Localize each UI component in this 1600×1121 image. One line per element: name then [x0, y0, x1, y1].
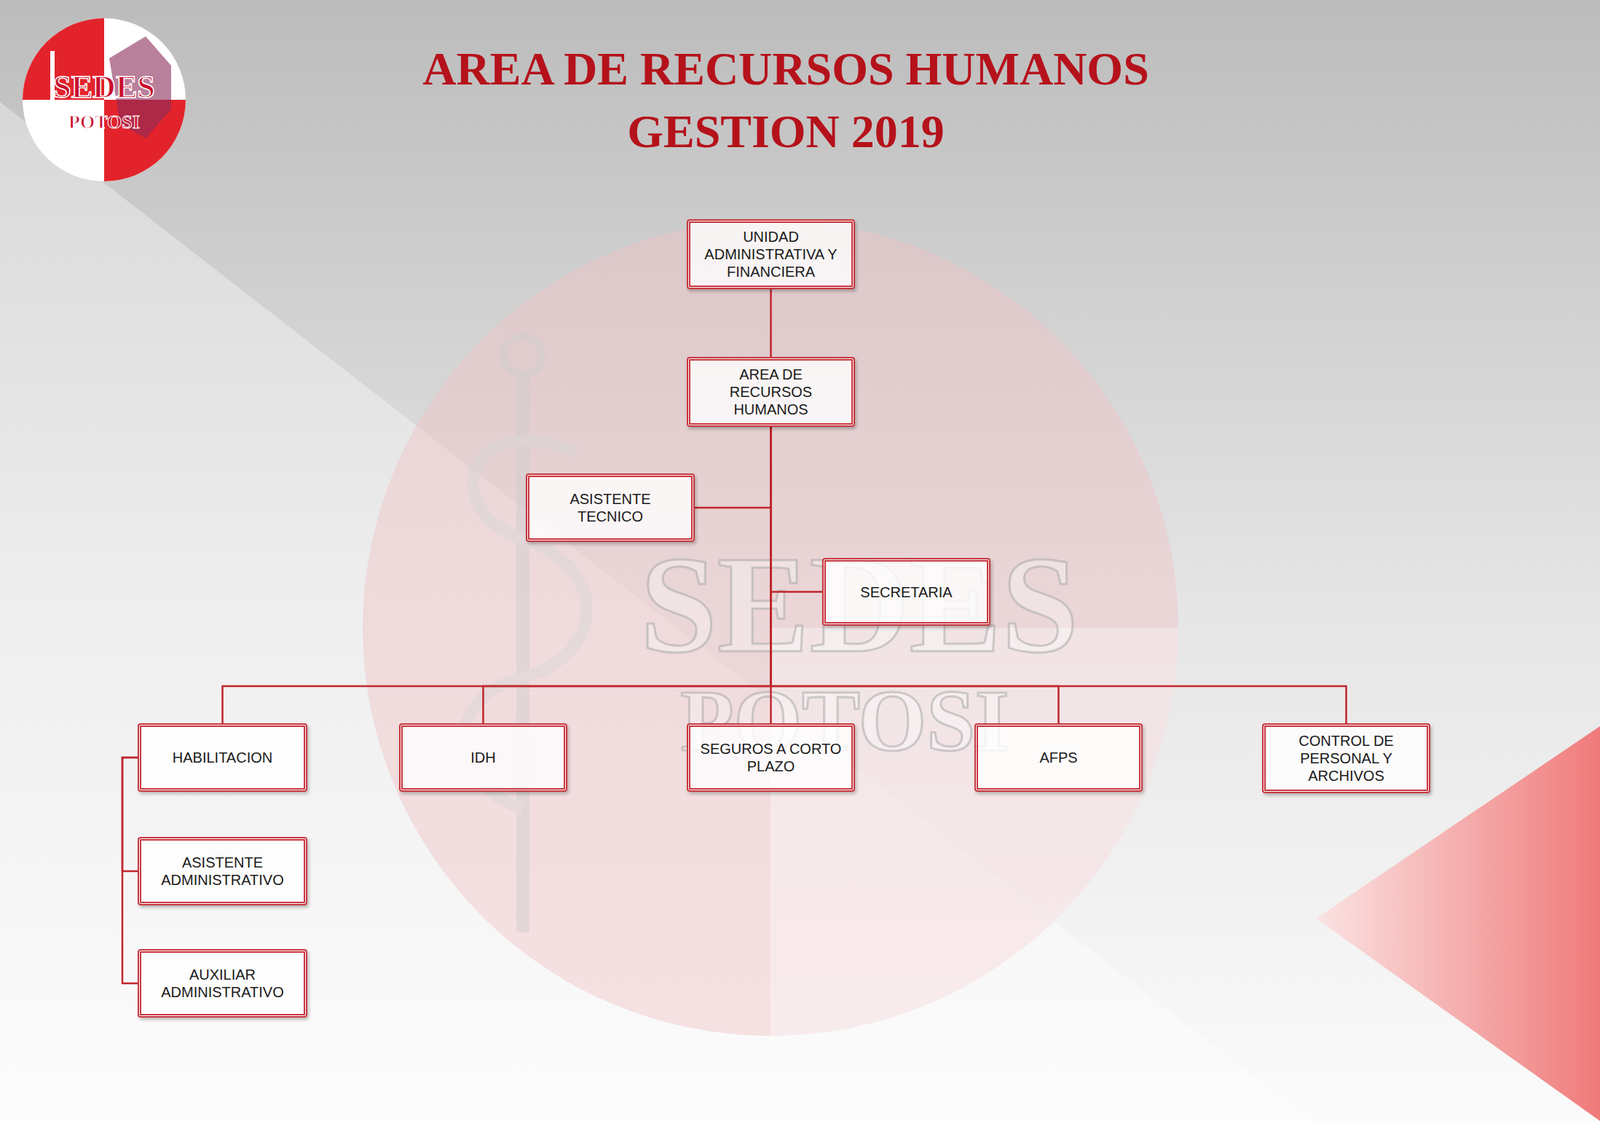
org-connector — [483, 426, 772, 724]
org-box: HABILITACION — [137, 723, 308, 792]
box-label: SEGUROS A CORTO PLAZO — [697, 739, 845, 775]
box-label: UNIDAD ADMINISTRATIVA Y FINANCIERA — [697, 227, 845, 281]
org-box: AUXILIAR ADMINISTRATIVO — [137, 948, 308, 1018]
logo-text: SEDES — [53, 71, 155, 104]
org-box: SECRETARIA — [822, 557, 991, 626]
org-connector — [694, 426, 772, 508]
logo — [22, 18, 186, 182]
logo-text: POTOSI — [68, 112, 140, 132]
box-label: ASISTENTE TECNICO — [536, 490, 684, 526]
org-box: SEGUROS A CORTO PLAZO — [686, 723, 855, 792]
org-connector — [769, 289, 772, 357]
org-connector — [771, 426, 1347, 724]
box-label: IDH — [470, 748, 496, 767]
box-label: CONTROL DE PERSONAL Y ARCHIVOS — [1273, 731, 1420, 785]
org-box: UNIDAD ADMINISTRATIVA Y FINANCIERA — [686, 219, 855, 290]
org-box: AFPS — [974, 723, 1143, 792]
box-label: AUXILIAR ADMINISTRATIVO — [148, 965, 297, 1001]
org-box: ASISTENTE ADMINISTRATIVO — [137, 836, 308, 906]
org-connector — [771, 426, 823, 593]
page-title: AREA DE RECURSOS HUMANOS GESTION 2019 — [363, 37, 1209, 164]
box-label: HABILITACION — [172, 748, 273, 767]
watermark-staff — [463, 336, 587, 933]
org-connector — [122, 757, 138, 984]
box-label: SECRETARIA — [860, 583, 952, 601]
org-connector — [222, 426, 772, 724]
diagonal-band — [0, 101, 1311, 1121]
box-label: ASISTENTE ADMINISTRATIVO — [148, 853, 297, 889]
org-box: AREA DE RECURSOS HUMANOS — [686, 356, 855, 427]
box-label: AREA DE RECURSOS HUMANOS — [697, 365, 845, 419]
box-label: AFPS — [1039, 748, 1078, 767]
org-box: IDH — [399, 723, 568, 792]
org-connector — [122, 757, 138, 872]
org-connector — [771, 426, 1059, 724]
org-box: CONTROL DE PERSONAL Y ARCHIVOS — [1262, 723, 1431, 794]
org-box: ASISTENTE TECNICO — [525, 473, 695, 542]
